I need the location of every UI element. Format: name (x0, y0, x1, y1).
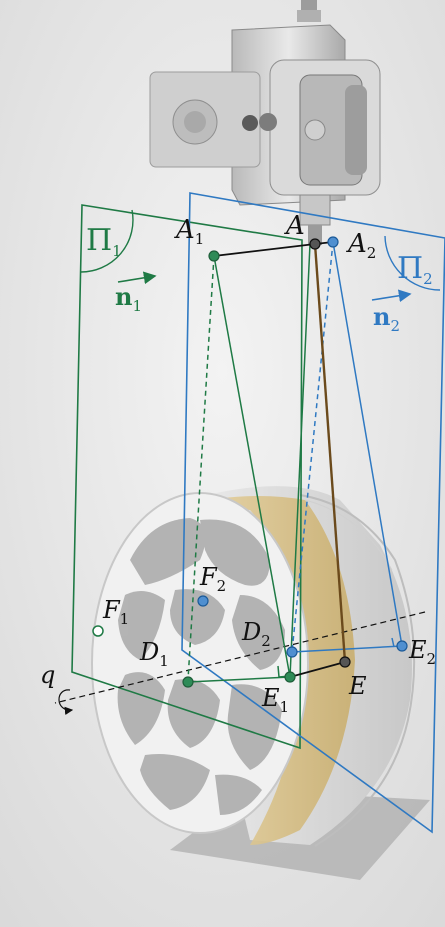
point-a (309, 238, 321, 250)
axis-q (54, 611, 426, 716)
pi1-angle-arc (79, 209, 134, 273)
label-d2: D2 (241, 618, 271, 650)
label-f1: F1 (102, 596, 129, 628)
point-d2 (286, 646, 298, 658)
normal-n2 (371, 289, 412, 303)
point-e2 (396, 640, 408, 652)
point-f1 (92, 625, 104, 637)
label-q: q (40, 661, 55, 689)
plane-pi1 (71, 204, 303, 750)
rotation-arrow-icon (58, 689, 74, 716)
plane-pi2 (181, 192, 445, 834)
blue-constructions (291, 241, 403, 653)
points (92, 236, 408, 688)
label-e2: E2 (408, 636, 436, 668)
wheel-body (91, 486, 416, 847)
point-f2 (197, 595, 209, 607)
labels: Π1 Π2 n1 n2 A1 A A2 F1 F2 D1 D2 E1 E E2 … (40, 211, 436, 716)
label-a2: A2 (346, 229, 376, 262)
n2-arrow-icon (371, 289, 412, 303)
label-d1: D1 (139, 638, 169, 670)
label-n1: n1 (115, 282, 142, 315)
normal-n1 (117, 271, 157, 285)
point-a2 (327, 236, 339, 248)
label-f2: F2 (199, 563, 226, 595)
green-constructions (187, 243, 311, 683)
pi2-angle-arc (384, 235, 441, 291)
point-e1 (284, 671, 296, 683)
point-e (339, 656, 351, 668)
label-pi2: Π2 (397, 251, 433, 288)
label-e: E (348, 672, 367, 700)
label-a: A (284, 211, 305, 241)
label-e1: E1 (261, 684, 289, 716)
label-a1: A1 (174, 215, 204, 248)
point-d1 (182, 676, 194, 688)
point-a1 (208, 250, 220, 262)
mount-bracket (149, 0, 381, 245)
label-n2: n2 (373, 302, 400, 335)
label-pi1: Π1 (86, 223, 122, 260)
n1-arrow-icon (117, 271, 157, 285)
